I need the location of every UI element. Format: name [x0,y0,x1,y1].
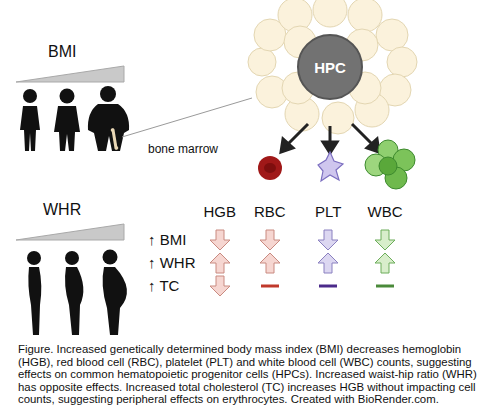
leader-line [122,98,252,137]
person-slim-profile [28,267,41,335]
row-header: ↑ TC [148,277,179,295]
trait-heading: WHR [43,201,81,219]
person-large-profile [103,267,127,335]
marrow-cell [322,102,354,134]
person-head [27,251,41,265]
down-arrow [210,276,230,296]
white-blood-cell [379,157,397,175]
arrow-line [288,124,308,144]
red-blood-cell-center [264,163,276,173]
marrow-cell [248,48,276,76]
column-header: HGB [204,203,237,221]
bone-symbol [113,130,116,148]
up-arrow [210,253,230,273]
down-arrow [318,230,338,250]
effect-arrows [210,230,395,296]
marrow-cell [313,0,347,27]
person-head [103,250,118,265]
bone-symbol [111,128,115,132]
no-effect-dash [319,285,337,288]
marrow-cells [248,0,417,134]
person-head [65,251,79,265]
person-medium-profile [65,267,83,335]
person-medium [54,106,80,151]
column-header: PLT [315,203,341,221]
node-text: HPC [314,59,346,76]
person-head [60,89,75,104]
trait-heading: BMI [48,43,76,61]
down-arrow [210,230,230,250]
arrow-head [281,139,293,152]
increase-wedge [16,66,124,82]
column-header: RBC [254,203,286,221]
marrow-cell [387,47,417,77]
arrow-head [367,139,379,152]
row-header: ↑ BMI [148,231,186,249]
person-head [100,86,116,102]
row-header: ↑ WHR [148,254,196,272]
column-header: WBC [368,203,403,221]
bone-symbol [115,146,119,150]
anatomy-label: bone marrow [148,140,218,158]
marrow-cell [376,19,408,51]
person-head [23,89,37,103]
progenitor-cell: HPC [297,34,363,100]
differentiation-arrows [281,124,379,153]
figure-caption: Figure. Increased genetically determined… [18,343,488,405]
up-arrow [318,253,338,273]
down-arrow [375,230,395,250]
marrow-cell [348,0,382,32]
down-arrow [260,230,280,250]
red-blood-cell [258,156,282,180]
increase-wedge [16,224,124,240]
up-arrow [375,253,395,273]
person-obese [88,104,129,151]
white-blood-cells [365,140,415,189]
person-thin [20,106,40,151]
up-arrow [260,253,280,273]
no-effect-dash [261,285,279,288]
no-effect-dash [376,285,394,288]
arrow-line [352,124,372,144]
arrow-line [329,126,332,143]
platelet [318,152,343,181]
